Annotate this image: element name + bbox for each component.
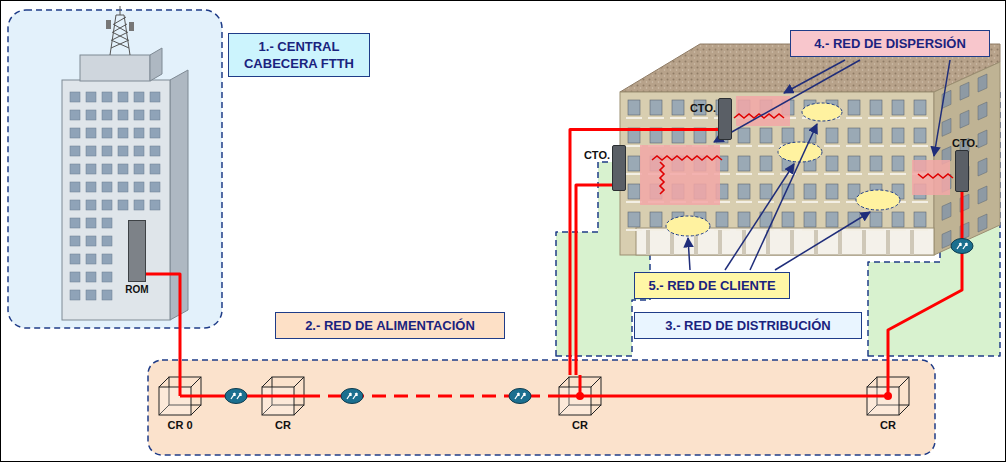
node-label: CR [572, 419, 588, 431]
dispersion-zone [640, 145, 720, 205]
section-title: 2.- RED DE ALIMENTACIÓN [286, 317, 494, 334]
node-label: CTO. [690, 102, 716, 114]
section-label: 3.- RED DE DISTRIBUCIÓN [634, 312, 862, 339]
fiber-link [888, 192, 962, 375]
chamber-cube [157, 375, 203, 417]
leader-arrows [688, 60, 950, 270]
feeder-region [148, 360, 935, 455]
section-label: 5.- RED DE CLIENTE [634, 272, 790, 299]
node-label: ROM [125, 284, 148, 295]
splice-icon [509, 389, 531, 404]
section-label: 2.- RED DE ALIMENTACIÓN [275, 312, 505, 339]
splice-icon [225, 389, 247, 404]
chamber-cube [557, 375, 603, 417]
section-title: 1.- CENTRAL CABECERA FTTH [239, 38, 359, 72]
customer-building [620, 44, 1000, 255]
head-end-region [8, 10, 222, 328]
node-label: CR [275, 419, 291, 431]
node-label: CTO. [584, 149, 610, 161]
client-zone [778, 142, 822, 162]
node-label: CTO. [952, 137, 978, 149]
registry-chamber: CR [557, 375, 603, 417]
fiber-link [146, 274, 180, 375]
registry-chamber: CR [260, 375, 306, 417]
client-zone [856, 190, 900, 210]
section-label: 4.- RED DE DISPERSIÓN [790, 30, 990, 57]
splice-icon [341, 389, 363, 404]
chamber-cube [865, 375, 911, 417]
splice-icon [951, 239, 973, 254]
section-title: 3.- RED DE DISTRIBUCIÓN [645, 317, 851, 334]
cto-box: CTO. [955, 150, 969, 192]
client-zone [802, 103, 842, 121]
registry-chamber: CR [865, 375, 911, 417]
client-zone [666, 216, 710, 236]
node-label: CR [880, 419, 896, 431]
cto-box: CTO. [718, 98, 732, 140]
chamber-cube [260, 375, 306, 417]
section-label: 1.- CENTRAL CABECERA FTTH [228, 33, 370, 77]
section-title: 5.- RED DE CLIENTE [645, 277, 779, 294]
fiber-link [603, 395, 865, 398]
fiber-link [576, 185, 612, 375]
dispersion-zone [736, 96, 790, 126]
rom-panel: ROM [128, 220, 146, 282]
section-title: 4.- RED DE DISPERSIÓN [801, 35, 979, 52]
cto-box: CTO. [612, 145, 626, 191]
node-label: CR 0 [167, 419, 192, 431]
registry-chamber: CR 0 [157, 375, 203, 417]
